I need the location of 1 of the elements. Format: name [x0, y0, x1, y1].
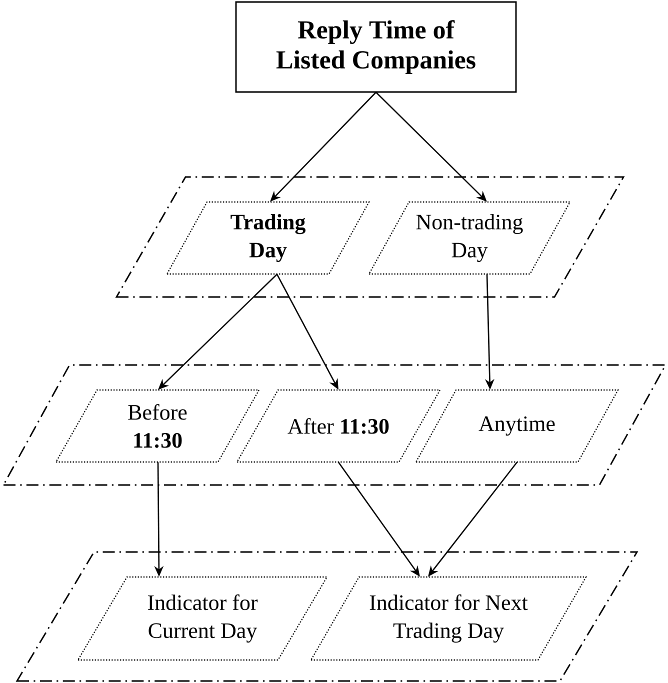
title-box: Reply Time of Listed Companies	[235, 1, 517, 93]
